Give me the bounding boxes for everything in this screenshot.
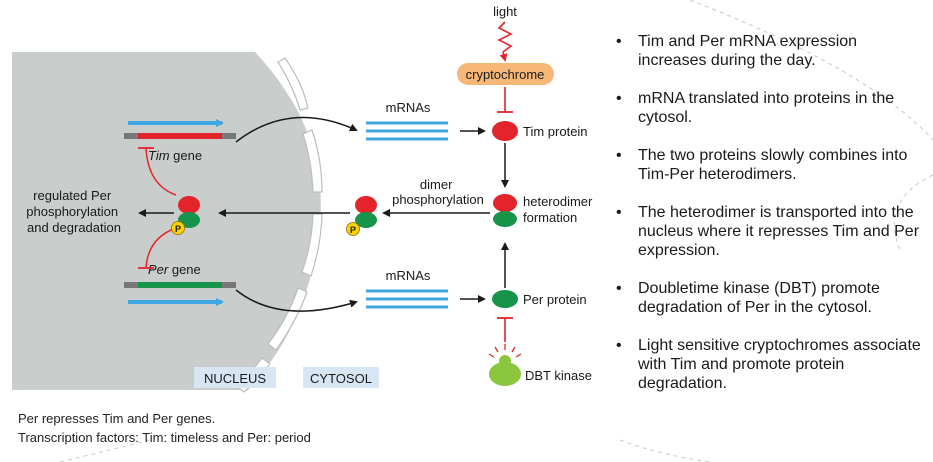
nucleus-label-box bbox=[194, 367, 276, 388]
regulated-label: regulated Per phosphorylation and degrad… bbox=[26, 188, 121, 235]
bullet-item: The heterodimer is transported into the … bbox=[614, 203, 929, 260]
phosphate-label-nucleus: P bbox=[175, 224, 181, 234]
cytosol-heterodimer bbox=[493, 194, 517, 227]
mrnas-top-label: mRNAs bbox=[386, 100, 431, 115]
phosphorylated-dimer: P bbox=[346, 196, 377, 236]
per-export-arrow bbox=[235, 289, 358, 312]
cryptochrome-box bbox=[457, 63, 554, 85]
nucleus-label: NUCLEUS bbox=[204, 371, 266, 386]
tim-export-arrow bbox=[235, 116, 358, 143]
per-protein-label: Per protein bbox=[523, 292, 587, 307]
cytosol-label-box bbox=[303, 367, 379, 388]
bullet-item: Tim and Per mRNA expression increases du… bbox=[614, 32, 929, 70]
per-gene bbox=[124, 282, 236, 288]
cryptochrome-label: cryptochrome bbox=[466, 67, 545, 82]
bullet-item: mRNA translated into proteins in the cyt… bbox=[614, 89, 929, 127]
tim-gene bbox=[124, 133, 236, 139]
nuclear-heterodimer: P bbox=[171, 196, 200, 235]
dimer-phosphorylation-label: dimer phosphorylation bbox=[392, 177, 484, 207]
explanation-bullet-list: Tim and Per mRNA expression increases du… bbox=[614, 32, 929, 412]
light-label: light bbox=[493, 4, 517, 19]
bullet-item: Light sensitive cryptochromes associate … bbox=[614, 336, 929, 393]
dbt-activity-rays bbox=[488, 344, 522, 358]
repress-tim-line bbox=[145, 147, 177, 196]
bullet-item: The two proteins slowly combines into Ti… bbox=[614, 146, 929, 184]
tim-gene-label: Tim gene bbox=[148, 148, 202, 163]
bullet-item: Doubletime kinase (DBT) promote degradat… bbox=[614, 279, 929, 317]
tim-mrnas bbox=[366, 121, 448, 141]
cytosol-label: CYTOSOL bbox=[310, 371, 372, 386]
mrnas-bottom-label: mRNAs bbox=[386, 268, 431, 283]
per-protein-shape bbox=[492, 290, 518, 308]
circadian-clock-diagram: Tim gene Per gene P regulated Per phosph… bbox=[12, 4, 596, 393]
per-mrnas bbox=[366, 289, 448, 309]
heterodimer-label: heterodimer formation bbox=[523, 194, 596, 225]
dbt-kinase-shape bbox=[489, 355, 521, 386]
light-zigzag bbox=[497, 21, 513, 53]
tim-protein-shape bbox=[492, 121, 518, 141]
phosphate-label-cytosol: P bbox=[350, 225, 356, 235]
caption-line-2: Transcription factors: Tim: timeless and… bbox=[18, 430, 311, 445]
per-gene-label: Per gene bbox=[148, 262, 201, 277]
dbt-kinase-label: DBT kinase bbox=[525, 368, 592, 383]
tim-protein-label: Tim protein bbox=[523, 124, 588, 139]
caption-line-1: Per represses Tim and Per genes. bbox=[18, 411, 216, 426]
